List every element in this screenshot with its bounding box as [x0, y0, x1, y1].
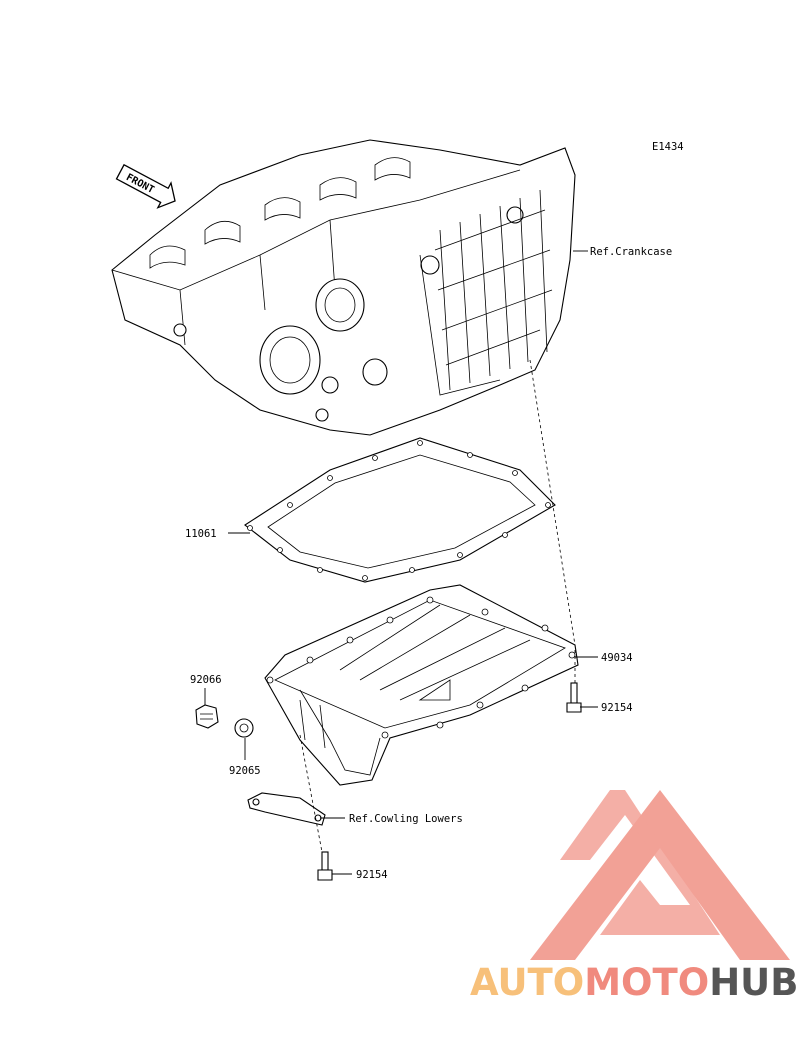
oil-pan-gasket — [244, 437, 556, 583]
bolt-right — [566, 682, 582, 713]
part-92154-right-label: 92154 — [601, 702, 633, 714]
drain-plug — [195, 704, 219, 729]
bolt-bottom — [317, 851, 333, 881]
ref-crankcase-label: Ref.Crankcase — [590, 246, 672, 258]
leader-lines — [204, 250, 598, 875]
watermark-logo — [530, 790, 790, 960]
front-arrow-icon: FRONT — [115, 163, 176, 209]
watermark-text: AUTOMOTOHUB — [470, 961, 798, 1004]
part-92154-bottom-label: 92154 — [356, 869, 388, 881]
oil-pan — [264, 584, 579, 786]
part-49034-label: 49034 — [601, 652, 633, 664]
part-11061-label: 11061 — [185, 528, 217, 540]
watermark-moto: MOTO — [584, 961, 709, 1004]
part-92065-label: 92065 — [229, 765, 261, 777]
diagram-code: E1434 — [652, 141, 684, 153]
part-92066-label: 92066 — [190, 674, 222, 686]
sealing-washer — [234, 718, 254, 738]
watermark-auto: AUTO — [470, 961, 584, 1004]
cowling-bracket — [247, 792, 326, 826]
ref-cowling-label: Ref.Cowling Lowers — [349, 813, 463, 825]
crankcase-drawing — [111, 139, 576, 436]
watermark-hub: HUB — [709, 961, 798, 1004]
